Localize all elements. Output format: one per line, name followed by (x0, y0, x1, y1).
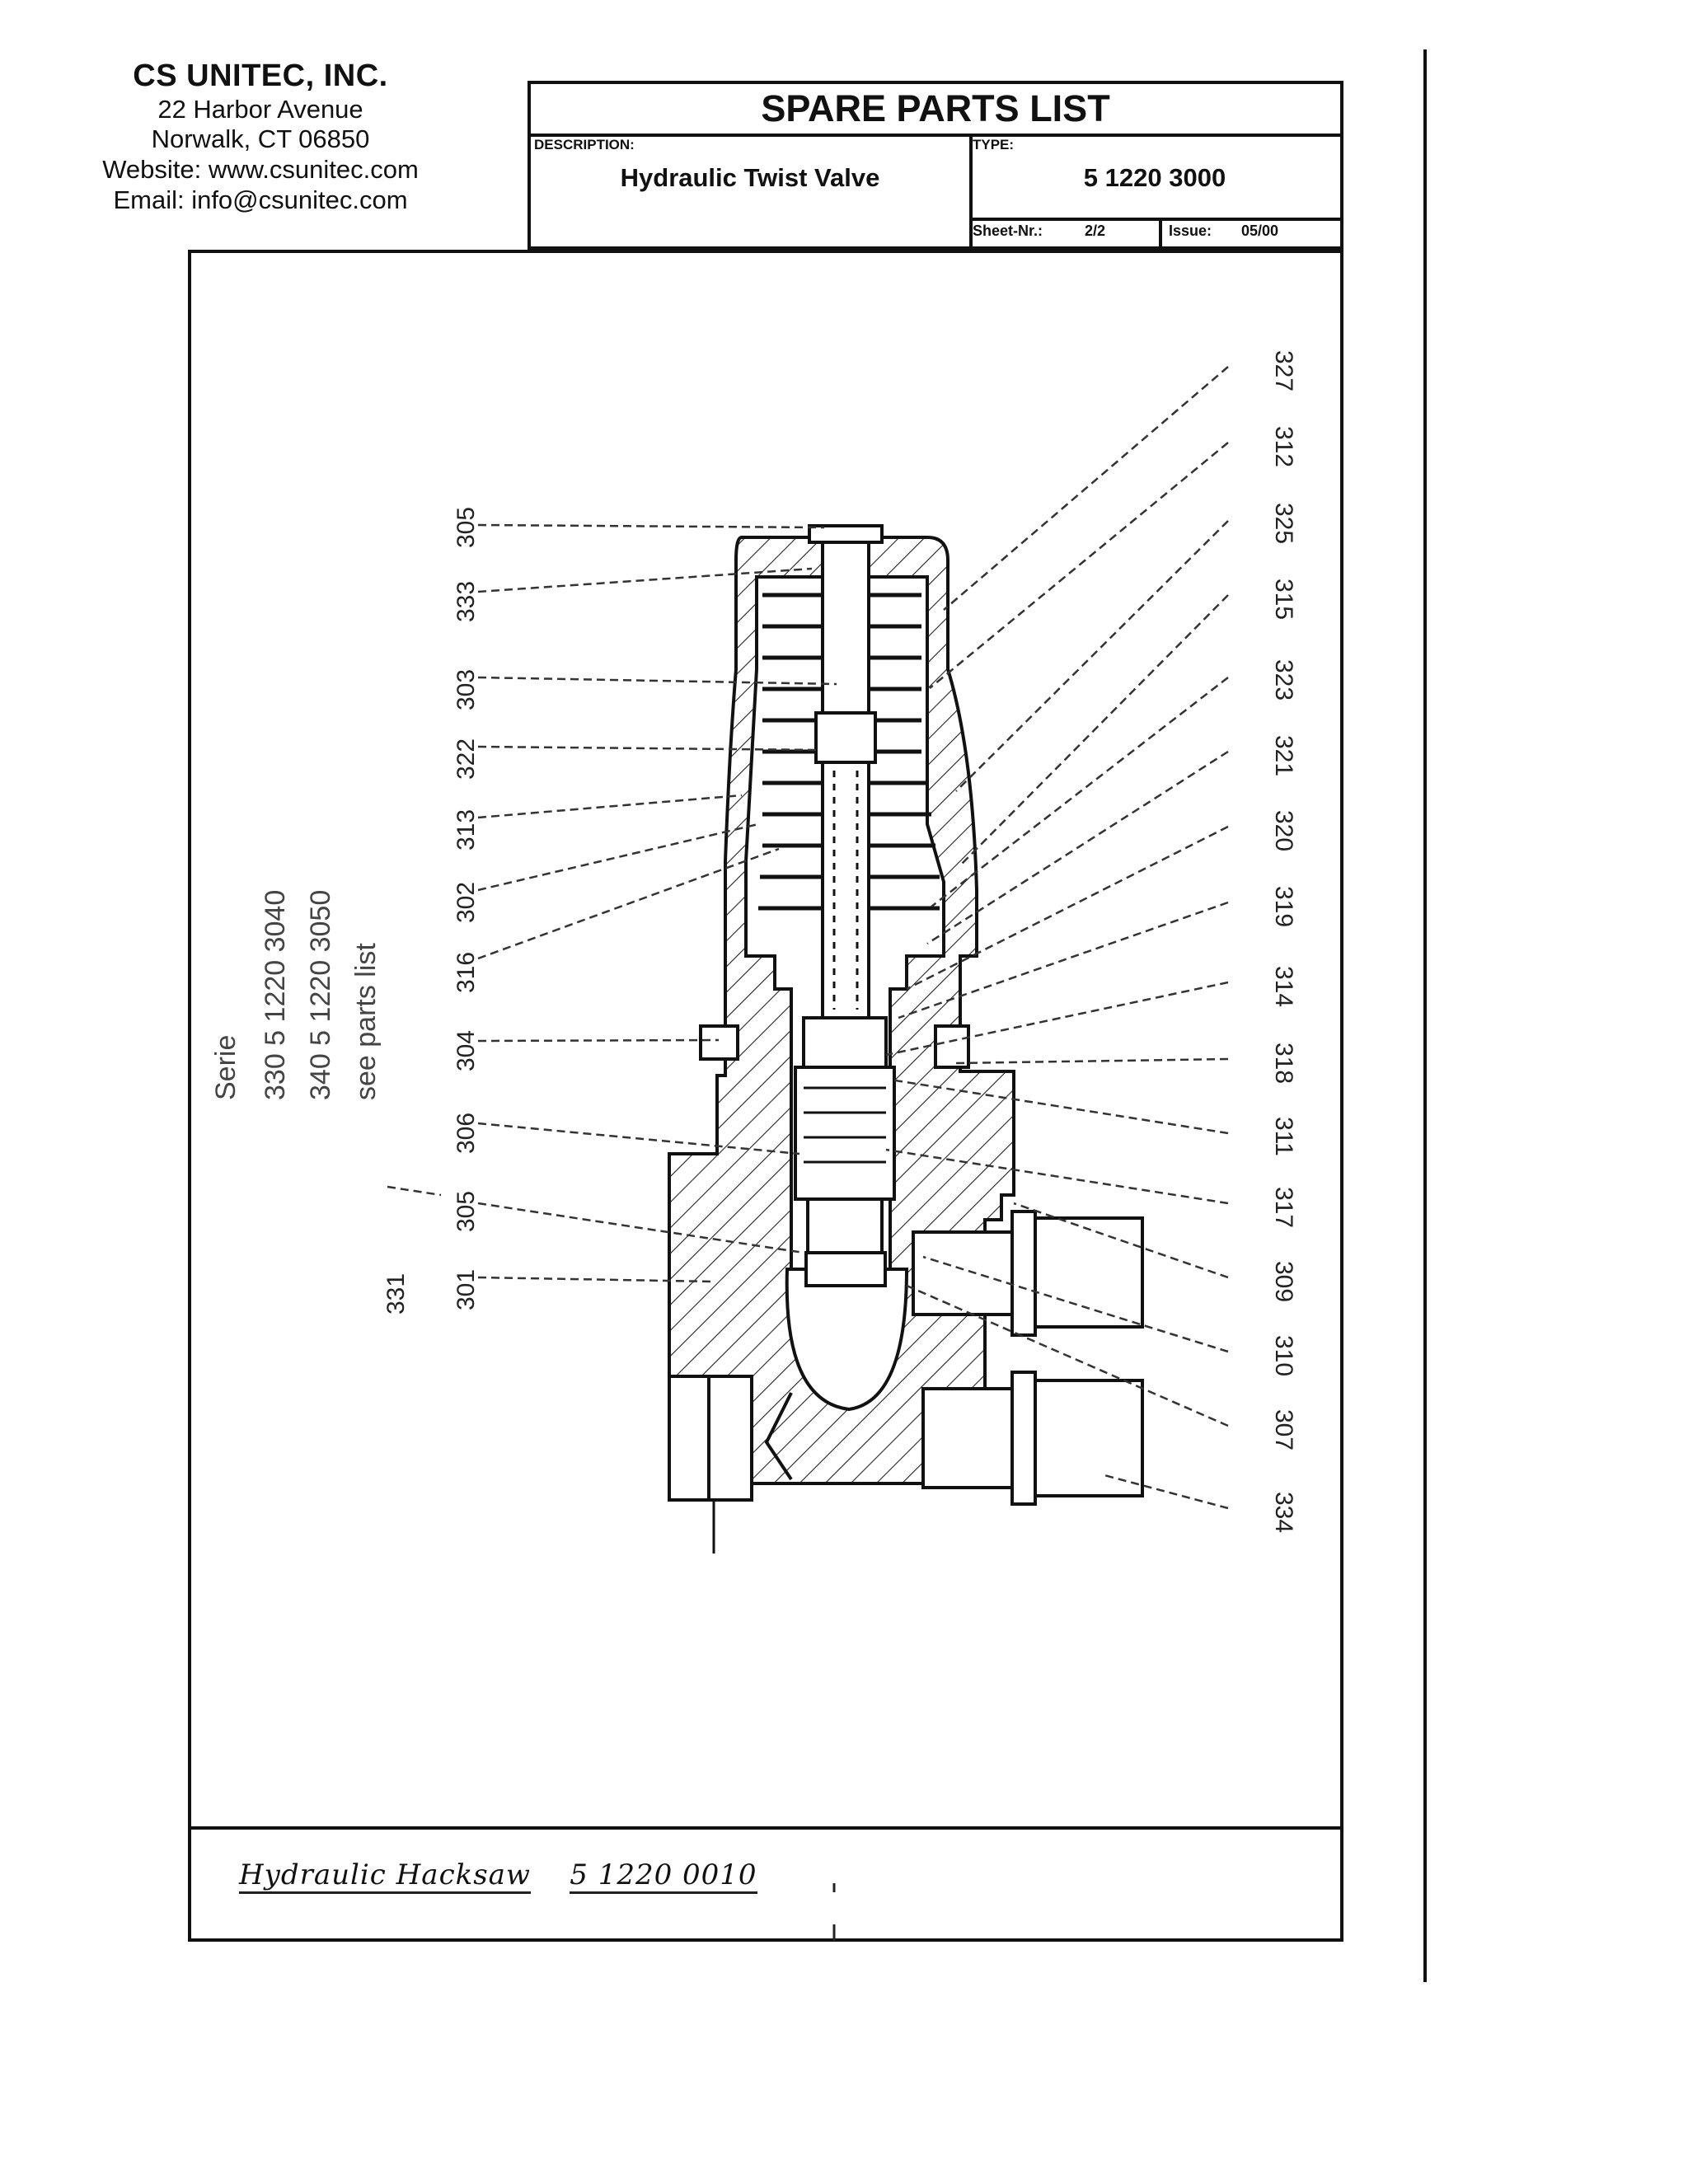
right-leaders (885, 366, 1229, 1510)
type-cell: TYPE: 5 1220 3000 (969, 134, 1340, 221)
callout-right: 317 (1270, 1187, 1297, 1228)
callout-left: 333 (452, 581, 480, 622)
right-callouts: 327 312 325 315 323 321 320 319 314 318 … (1270, 350, 1297, 1533)
callout-right: 325 (1270, 503, 1297, 544)
handwritten-product: Hydraulic Hacksaw (239, 1858, 532, 1894)
callout-right: 312 (1270, 426, 1297, 467)
sheet-title: SPARE PARTS LIST (531, 84, 1340, 137)
drawing-frame (188, 250, 1343, 1830)
issue-value: 05/00 (1241, 223, 1279, 239)
callout-left: 302 (452, 882, 480, 923)
callout-right: 327 (1270, 350, 1297, 391)
note-line3: 340 5 1220 3050 (305, 890, 336, 1100)
callout-right: 309 (1270, 1261, 1297, 1302)
callout-left: 304 (452, 1030, 480, 1071)
callout-right: 318 (1270, 1043, 1297, 1084)
callout-right: 314 (1270, 966, 1297, 1007)
callout-left: 303 (452, 669, 480, 710)
type-label: TYPE: (973, 137, 1015, 152)
footer-frame (188, 1830, 1343, 1942)
callout-left: 306 (452, 1113, 480, 1154)
callout-left: 331 (382, 1273, 410, 1315)
sheet-divider (1159, 218, 1162, 246)
handwritten-number: 5 1220 0010 (570, 1858, 757, 1894)
left-leaders (387, 523, 837, 1283)
note-line1: Serie (210, 1035, 241, 1100)
callout-right: 311 (1270, 1117, 1297, 1156)
callout-left: 305 (452, 1191, 480, 1232)
note-line2: 330 5 1220 3040 (260, 890, 291, 1100)
sheet-cell: Sheet-Nr.: 2/2 Issue: 05/00 (969, 218, 1340, 246)
type-value: 5 1220 3000 (1083, 163, 1226, 192)
valve-stem (794, 524, 896, 1287)
callout-right: 310 (1270, 1335, 1297, 1376)
company-block: CS UNITEC, INC. 22 Harbor Avenue Norwalk… (79, 58, 442, 215)
sheet-value: 2/2 (1085, 223, 1106, 239)
company-address2: Norwalk, CT 06850 (151, 124, 370, 154)
callout-left: 305 (452, 507, 480, 548)
callout-right: 323 (1270, 659, 1297, 701)
series-note: Serie 330 5 1220 3040 340 5 1220 3050 se… (210, 890, 382, 1100)
description-cell: DESCRIPTION: Hydraulic Twist Valve (531, 134, 973, 246)
company-name: CS UNITEC, INC. (133, 59, 388, 93)
callout-left: 322 (452, 738, 480, 780)
callout-left: 313 (452, 809, 480, 851)
company-website: Website: www.csunitec.com (102, 154, 419, 184)
margin-line (1423, 49, 1427, 1982)
note-line4: see parts list (350, 943, 382, 1100)
title-block: SPARE PARTS LIST DESCRIPTION: Hydraulic … (528, 81, 1343, 250)
callout-left: 301 (452, 1269, 480, 1310)
callout-right: 319 (1270, 886, 1297, 927)
callout-right: 334 (1270, 1492, 1297, 1533)
company-address1: 22 Harbor Avenue (157, 94, 363, 124)
callout-right: 320 (1270, 810, 1297, 851)
issue-label: Issue: (1169, 223, 1212, 239)
handwritten-note: Hydraulic Hacksaw 5 1220 0010 (239, 1858, 757, 1894)
callout-right: 315 (1270, 579, 1297, 620)
company-email: Email: info@csunitec.com (113, 185, 408, 214)
left-callouts: 305 333 303 322 313 302 316 304 306 305 … (382, 507, 480, 1315)
callout-left: 316 (452, 952, 480, 993)
callout-right: 307 (1270, 1409, 1297, 1451)
sheet-label: Sheet-Nr.: (973, 223, 1043, 239)
description-label: DESCRIPTION: (534, 137, 635, 152)
callout-right: 321 (1270, 735, 1297, 776)
description-value: Hydraulic Twist Valve (620, 163, 880, 192)
